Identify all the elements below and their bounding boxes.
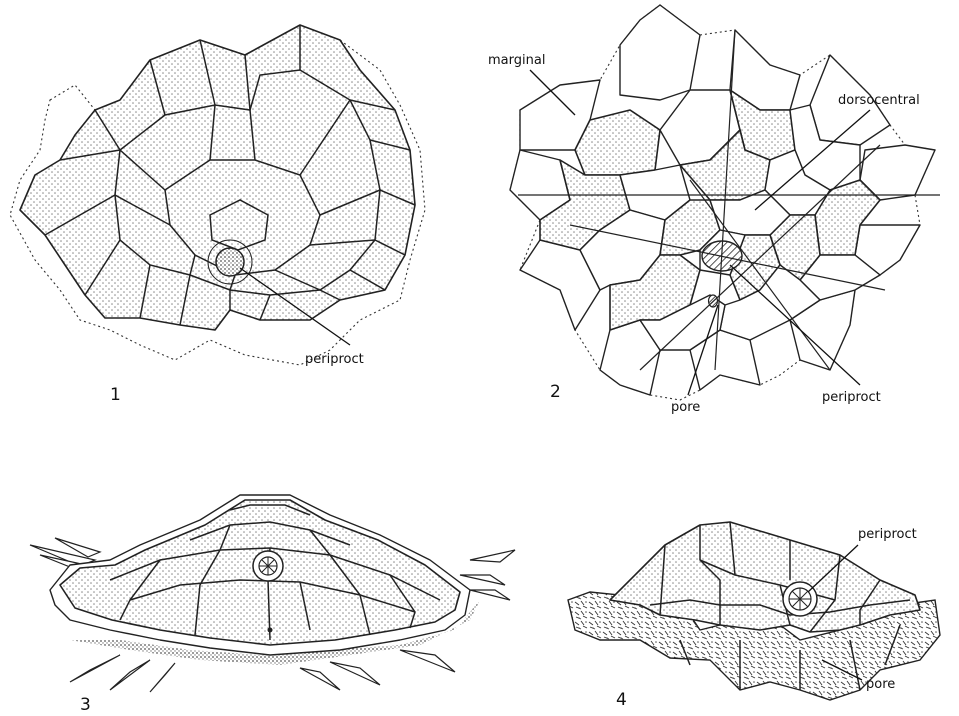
figure-2: marginal dorsocentral pore periproct 2	[488, 5, 940, 415]
fig4-label-pore: pore	[866, 677, 895, 692]
fig1-number: 1	[110, 385, 121, 405]
fig1-body	[20, 25, 415, 330]
fig4-periproct	[783, 582, 817, 616]
fig2-label-dorsocentral: dorsocentral	[838, 93, 920, 108]
fig2-label-periproct: periproct	[822, 390, 881, 405]
figure-3: 3	[30, 495, 515, 715]
fig3-number: 3	[80, 695, 91, 715]
fig1-label-periproct: periproct	[305, 352, 364, 367]
fig4-number: 4	[616, 690, 627, 710]
fig2-label-pore: pore	[671, 400, 700, 415]
fig1-periproct	[216, 248, 244, 276]
fig4-label-periproct: periproct	[858, 527, 917, 542]
figure-4: periproct pore 4	[568, 522, 940, 710]
fig3-periproct	[253, 551, 283, 581]
fig2-label-marginal: marginal	[488, 53, 545, 68]
figure-1: periproct 1	[10, 25, 425, 405]
fig2-number: 2	[550, 382, 561, 402]
fig3-pore	[268, 628, 273, 633]
